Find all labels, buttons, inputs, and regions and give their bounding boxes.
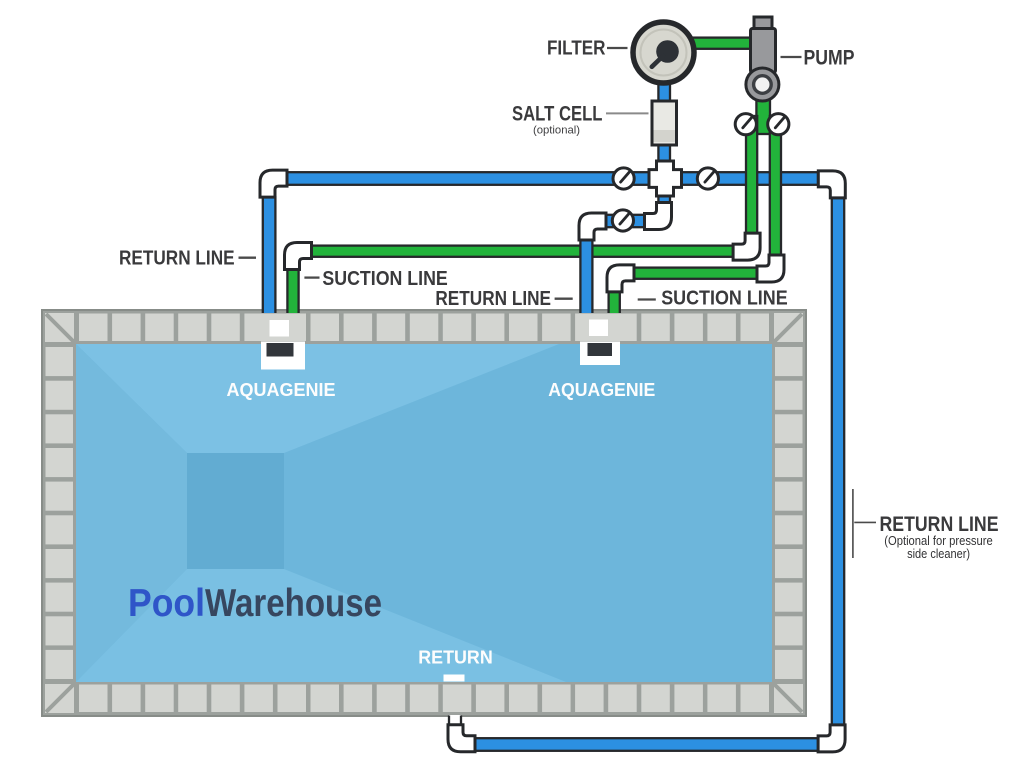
svg-text:(optional): (optional) <box>533 125 580 137</box>
svg-text:AQUAGENIE: AQUAGENIE <box>227 380 336 400</box>
svg-text:AQUAGENIE: AQUAGENIE <box>548 380 655 400</box>
svg-text:(Optional for pressure: (Optional for pressure <box>884 534 993 548</box>
svg-text:Warehouse: Warehouse <box>205 582 382 625</box>
svg-text:RETURN: RETURN <box>418 648 493 668</box>
svg-text:SUCTION LINE: SUCTION LINE <box>322 268 447 290</box>
svg-text:FILTER: FILTER <box>547 37 606 60</box>
svg-text:PUMP: PUMP <box>804 45 855 69</box>
svg-text:RETURN LINE: RETURN LINE <box>435 288 551 310</box>
svg-text:RETURN LINE: RETURN LINE <box>119 247 235 269</box>
svg-text:RETURN LINE: RETURN LINE <box>880 513 999 536</box>
svg-text:SALT CELL: SALT CELL <box>512 102 603 125</box>
svg-text:Pool: Pool <box>128 582 205 625</box>
svg-text:side cleaner): side cleaner) <box>907 547 970 561</box>
svg-text:SUCTION LINE: SUCTION LINE <box>661 287 788 309</box>
